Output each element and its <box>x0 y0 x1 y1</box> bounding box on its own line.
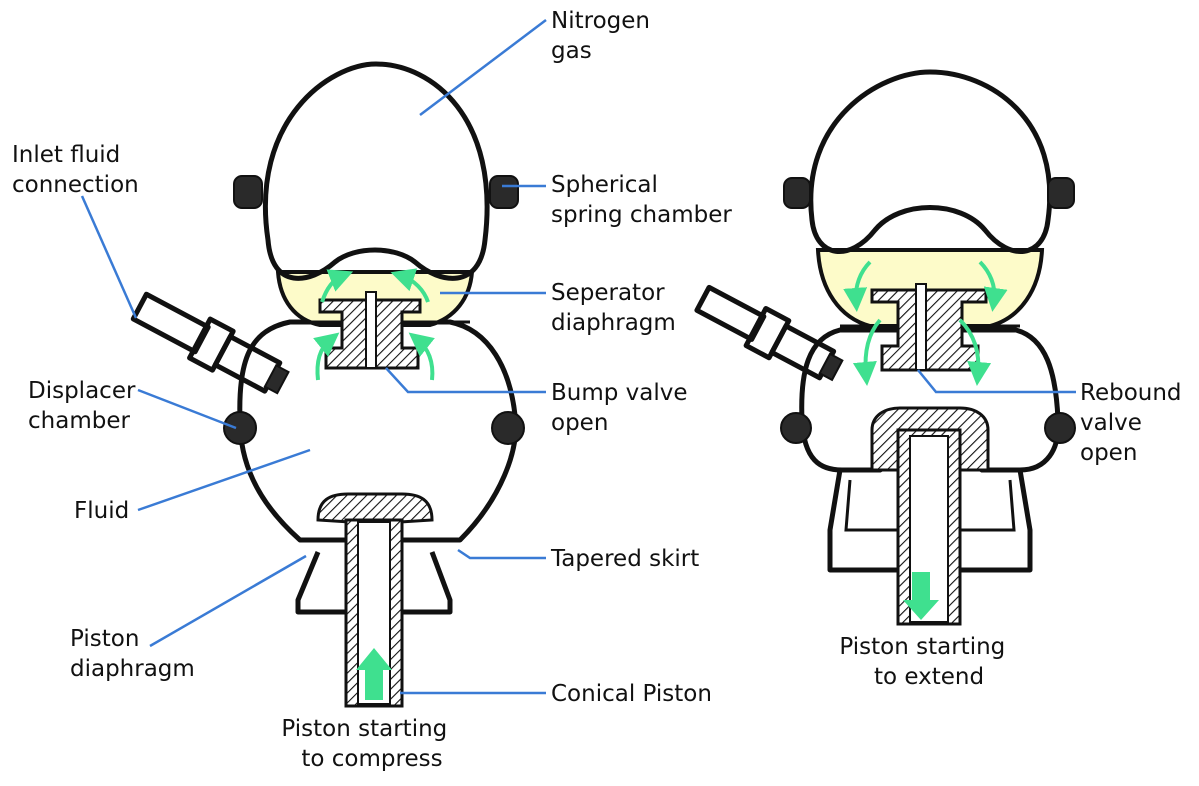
label-line: chamber <box>28 408 130 434</box>
right-flow-arrow-upper-right <box>978 260 1008 312</box>
label-tapered-skirt: Tapered skirt <box>550 546 699 572</box>
leader-nitrogen-gas <box>419 19 547 116</box>
label-fluid: Fluid <box>74 498 129 524</box>
left-piston-arrow <box>356 648 392 700</box>
caption-compress: Piston starting to compress <box>281 716 454 772</box>
leader-tapered-skirt <box>457 548 546 560</box>
right-flow-arrow-lower-left <box>852 318 882 386</box>
label-line: Spherical <box>551 172 658 198</box>
right-valve-stem <box>915 283 927 371</box>
label-line: Nitrogen <box>551 8 650 34</box>
left-displacer-bead-left <box>223 411 257 445</box>
caption-line: Piston starting <box>281 716 447 742</box>
left-unit <box>130 61 525 708</box>
right-nitrogen-sphere <box>808 69 1053 254</box>
label-displacer-chamber: Displacer chamber <box>28 378 143 434</box>
label-line: valve <box>1080 410 1142 436</box>
leader-rebound-valve-open <box>917 369 1076 394</box>
label-line: connection <box>12 172 139 198</box>
label-bump-valve-open: Bump valve open <box>551 380 695 436</box>
leader-fluid <box>137 448 311 512</box>
label-piston-diaphragm: Piston diaphragm <box>70 626 195 682</box>
label-seperator-diaphragm: Seperator diaphragm <box>551 280 676 336</box>
right-sphere-flange-left <box>783 177 811 209</box>
right-flow-arrow-upper-left <box>843 260 872 312</box>
label-line: Conical Piston <box>551 681 712 707</box>
label-rebound-valve-open: Rebound valve open <box>1080 380 1189 466</box>
label-conical-piston: Conical Piston <box>551 681 712 707</box>
right-sphere-flange-right <box>1047 177 1075 209</box>
label-line: Fluid <box>74 498 129 524</box>
label-line: spring chamber <box>551 202 732 228</box>
left-nitrogen-sphere <box>263 61 490 281</box>
left-flow-arrow-upper-right <box>390 268 430 303</box>
left-flow-arrow-lower-right <box>408 332 435 381</box>
left-inlet-fitting <box>130 291 290 395</box>
label-line: diaphragm <box>70 656 195 682</box>
right-unit <box>694 69 1076 626</box>
right-displacer-bead-left <box>780 412 812 444</box>
right-inlet-fitting <box>694 284 844 382</box>
label-line: Seperator <box>551 280 665 306</box>
left-sphere-flange-right <box>489 175 519 209</box>
caption-line: to extend <box>874 664 984 690</box>
left-piston-crown <box>316 492 434 524</box>
caption-line: to compress <box>301 746 442 772</box>
right-piston-arrow <box>903 572 939 620</box>
label-spherical-spring-chamber: Spherical spring chamber <box>551 172 732 228</box>
left-flow-arrow-lower-left <box>313 332 340 381</box>
label-line: Displacer <box>28 378 136 404</box>
label-line: diaphragm <box>551 310 676 336</box>
left-sphere-flange-left <box>233 175 263 209</box>
left-flow-arrow-upper-left <box>320 269 354 303</box>
leader-displacer-chamber <box>137 388 237 430</box>
caption-line: Piston starting <box>839 634 1005 660</box>
label-line: Rebound <box>1080 380 1182 406</box>
label-nitrogen-gas: Nitrogen gas <box>551 8 657 64</box>
right-displacer-bead-right <box>1044 412 1076 444</box>
right-flow-arrow-lower-right <box>958 318 992 386</box>
label-line: open <box>551 410 608 436</box>
label-line: Piston <box>70 626 139 652</box>
label-line: Inlet fluid <box>12 142 120 168</box>
label-line: open <box>1080 440 1137 466</box>
left-displacer-bead-right <box>491 411 525 445</box>
label-inlet-fluid-connection: Inlet fluid connection <box>12 142 139 198</box>
left-valve-stem <box>365 291 377 369</box>
leader-piston-diaphragm <box>149 554 307 648</box>
leader-inlet-fluid-connection <box>80 195 138 319</box>
leader-bump-valve-open <box>385 367 546 394</box>
leader-lines <box>80 19 1076 695</box>
label-line: Bump valve <box>551 380 688 406</box>
label-line: Tapered skirt <box>550 546 699 572</box>
label-line: gas <box>551 38 592 64</box>
caption-extend: Piston starting to extend <box>839 634 1012 690</box>
labels: Nitrogen gas Spherical spring chamber In… <box>12 8 1189 772</box>
